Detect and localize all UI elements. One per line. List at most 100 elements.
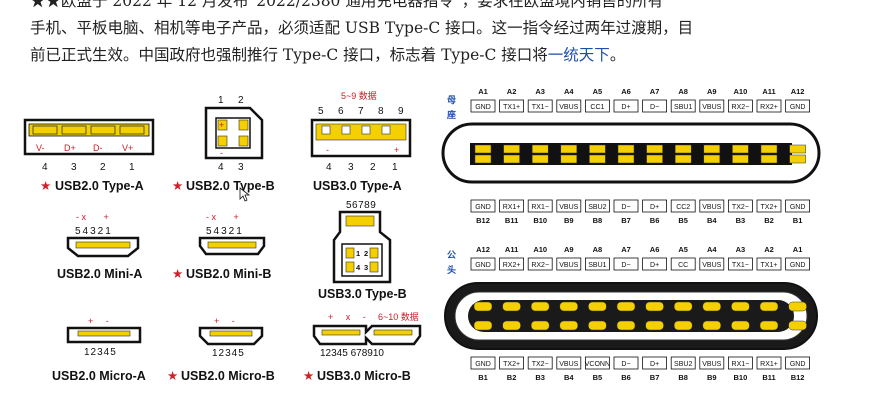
plug-bottom-signal-box-frame: [470, 356, 496, 370]
typec-plug-top-row: A12GNDA11RX2+A10RX2−A9VBUSA8SBU1A7D−A6D+…: [470, 245, 810, 271]
receptacle-contact: [617, 154, 635, 164]
plug-top-signal-box: D−: [613, 257, 639, 271]
receptacle-top-pin-number: A3: [535, 87, 545, 96]
minib-label: USB2.0 Mini-B: [186, 267, 271, 281]
plug-top-signal-box-frame: [527, 257, 553, 271]
plug-top-signal-box: GND: [785, 257, 810, 271]
receptacle-bottom-signal-text: VBUS: [559, 204, 578, 211]
plug-top-signal-text: D+: [650, 262, 659, 269]
receptacle-contact: [531, 144, 549, 154]
receptacle-bottom-signal-box-frame: [756, 199, 782, 213]
receptacle-top-signal-box: TX1+: [499, 99, 525, 113]
receptacle-bottom-pin-number: B3: [736, 216, 746, 225]
plug-bottom-pin-number: B1: [478, 373, 488, 382]
receptacle-bottom-signal-box: CC2: [670, 199, 696, 213]
plug-top-signal-box-frame: [785, 257, 810, 271]
plug-top-signal-text: VBUS: [702, 262, 721, 269]
usb20-mini-a-diagram: - x + 54321 USB2.0 Mini-A: [57, 212, 142, 281]
usb20a-signal: D+: [64, 143, 76, 153]
microa-pins: 12345: [84, 347, 117, 358]
microb-signs: + -: [214, 316, 235, 326]
plug-label-1: 公: [447, 250, 456, 261]
usb30b-side-pin: 1: [356, 249, 360, 258]
receptacle-top-pin-number: A7: [650, 87, 660, 96]
receptacle-top-pin-number: A10: [734, 87, 748, 96]
usb30a-pin-num: 3: [348, 162, 354, 173]
plug-contact: [759, 301, 779, 312]
plug-bottom-pin-number: B6: [621, 373, 631, 382]
receptacle-bottom-signal-text: TX2+: [761, 204, 778, 211]
plug-bottom-pin-number: B11: [762, 373, 775, 382]
usb30a-pin-num: 2: [370, 162, 376, 173]
usb20a-contacts: [28, 123, 150, 137]
paragraph-highlight: 一统天下: [547, 46, 610, 64]
receptacle-top-signal-text: TX1+: [503, 104, 520, 111]
usb20a-pin-num: 4: [42, 162, 48, 173]
plug-label-2: 头: [447, 264, 456, 276]
receptacle-contact: [503, 154, 520, 164]
receptacle-contact: [732, 144, 749, 154]
plug-bottom-pin-number: B2: [507, 373, 517, 382]
receptacle-bottom-signal-box-frame: [728, 199, 753, 213]
receptacle-bottom-signal-box-frame: [670, 199, 696, 213]
receptacle-contact: [760, 154, 778, 164]
plug-bottom-signal-box-frame: [785, 356, 810, 370]
plug-top-pin-number: A4: [707, 245, 717, 254]
usb30a-pin-num: 7: [358, 106, 364, 117]
usb30b-pin: [369, 247, 379, 259]
receptacle-bottom-pin-number: B1: [793, 216, 803, 225]
plug-top-pin-number: A7: [621, 245, 631, 254]
plug-bottom-pin-number: B10: [734, 373, 748, 382]
receptacle-bottom-signal-text: SBU2: [588, 204, 606, 211]
plug-top-pin-number: A5: [678, 245, 688, 254]
plug-top-signal-box-frame: [585, 257, 610, 271]
plug-top-signal-box-frame: [642, 257, 667, 271]
receptacle-top-signal-box-frame: [470, 99, 496, 113]
usb20a-signal: V+: [122, 143, 133, 153]
paragraph-line-1: ★★欧盟于 2022 年 12 月发布“2022/2380 通用充电器指令”，要…: [30, 0, 664, 10]
plug-top-signal-box: TX1−: [728, 257, 753, 271]
plug-top-signal-box: VBUS: [556, 257, 582, 271]
plug-bottom-signal-box-frame: [499, 356, 525, 370]
plug-top-signal-box-frame: [756, 257, 782, 271]
plug-top-pin-number: A1: [793, 245, 803, 254]
plug-contact: [616, 301, 636, 312]
plug-top-signal-box-frame: [499, 257, 525, 271]
usb20a-pin: [61, 125, 87, 135]
usb30a-pin-num: 1: [392, 162, 398, 173]
usb30b-side-pin: 3: [364, 263, 368, 272]
receptacle-contact: [789, 154, 806, 164]
receptacle-bottom-pin-number: B7: [621, 216, 631, 225]
receptacle-bottom-signal-box: RX1+: [499, 199, 525, 213]
plug-contact: [788, 320, 807, 331]
usb30b-side-pin: 4: [356, 263, 361, 272]
plug-top-signal-box: CC: [670, 257, 696, 271]
star-icon: ★: [303, 369, 314, 383]
receptacle-top-signal-box-frame: [642, 99, 667, 113]
receptacle-top-signal-text: TX1−: [532, 104, 549, 111]
plug-top-signal-text: SBU1: [588, 262, 606, 269]
receptacle-top-pin-number: A9: [707, 87, 717, 96]
microa-contacts: [77, 330, 131, 337]
plug-top-pin-number: A3: [736, 245, 746, 254]
minia-pins: 54321: [75, 226, 113, 237]
receptacle-top-signal-box-frame: [728, 99, 753, 113]
usb30a-pin-num: 6: [338, 106, 344, 117]
receptacle-contact: [617, 144, 635, 154]
plug-bottom-pin-number: B4: [564, 373, 574, 382]
receptacle-bottom-signal-box-frame: [499, 199, 525, 213]
plug-bottom-signal-box-frame: [527, 356, 553, 370]
usb30microb-label: USB3.0 Micro-B: [317, 369, 411, 383]
plug-contact: [473, 320, 493, 331]
microb-label: USB2.0 Micro-B: [181, 369, 275, 383]
plug-contact: [759, 320, 779, 331]
plug-top-signal-box: TX1+: [756, 257, 782, 271]
plug-bottom-signal-box-frame: [556, 356, 582, 370]
usb30a-sign: -: [326, 145, 329, 155]
usb30microb-contacts: [373, 329, 413, 336]
receptacle-bottom-pin-number: B8: [593, 216, 603, 225]
plug-bottom-signal-box: RX1+: [756, 356, 782, 370]
usb30microb-signs: + x -: [328, 312, 366, 322]
usb30a-pin-num: 4: [326, 162, 332, 173]
plug-bottom-signal-box-frame: [756, 356, 782, 370]
